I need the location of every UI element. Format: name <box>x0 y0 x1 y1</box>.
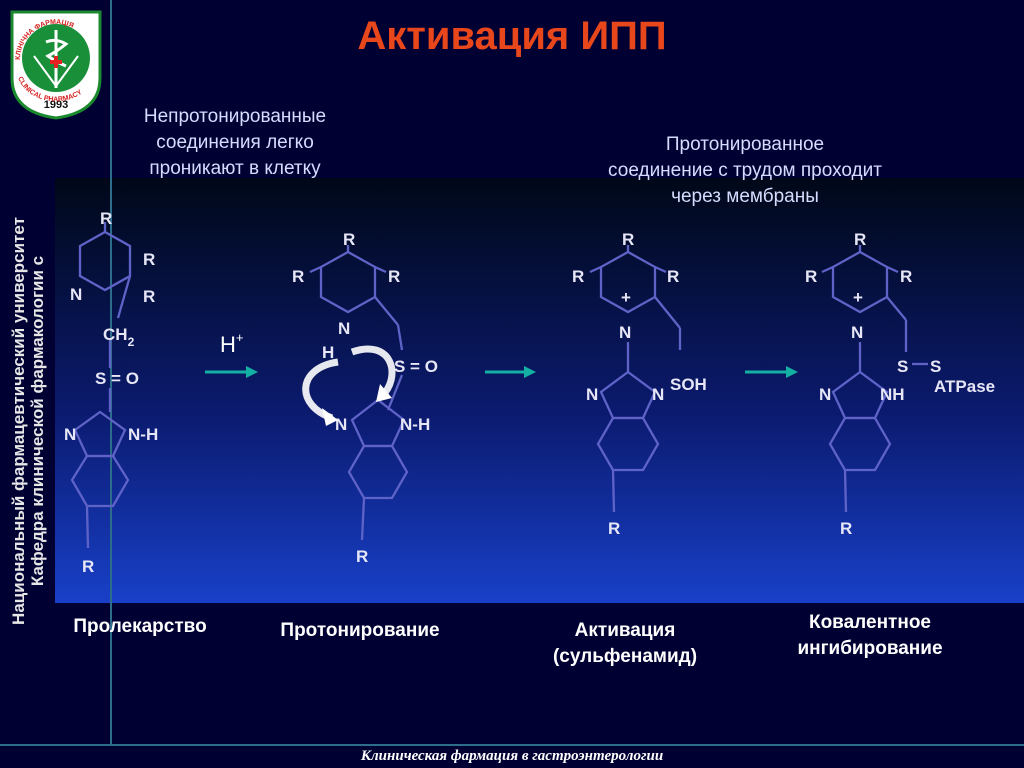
atom-r: R <box>840 519 852 538</box>
atom-r: R <box>356 547 368 566</box>
atom-r: R <box>805 267 817 286</box>
molecule-sulfenamide: R R R + N N N SOH R <box>572 230 707 538</box>
atom-nh: NH <box>880 385 905 404</box>
stage-label-prodrug: Пролекарство <box>73 616 207 637</box>
atom-s: S <box>897 357 908 376</box>
molecule-covalent-complex: R R R + N S S ATPase N NH R <box>805 230 995 538</box>
reagent-plus: + <box>236 330 244 345</box>
atom-sulfoxide: S = O <box>394 357 438 376</box>
atom-s: S <box>930 357 941 376</box>
atom-n: N <box>619 323 631 342</box>
atom-r: R <box>667 267 679 286</box>
slide-title: Активация ИПП <box>357 14 667 58</box>
frame-vertical-line <box>110 0 112 745</box>
stage-activation-line1: Активация <box>574 620 676 641</box>
logo-year: 1993 <box>44 99 68 111</box>
atom-n: N <box>652 385 664 404</box>
atom-r: R <box>343 230 355 249</box>
atom-nh: N-H <box>128 425 158 444</box>
atom-n: N <box>335 415 347 434</box>
atom-n: N <box>70 285 82 304</box>
note-left-line2: соединения легко <box>156 132 314 153</box>
note-right-line3: через мембраны <box>671 186 819 207</box>
atom-r: R <box>292 267 304 286</box>
note-left-line1: Непротонированные <box>143 106 327 127</box>
atom-r: R <box>143 287 155 306</box>
atom-r: R <box>388 267 400 286</box>
atom-sulfoxide: S = O <box>95 369 139 388</box>
atom-n: N <box>338 319 350 338</box>
slide-footer: Клиническая фармация в гастроэнтерологии <box>360 748 664 764</box>
atom-h: H <box>322 343 334 362</box>
stage-label-activation: Активация (сульфенамид) <box>515 618 735 670</box>
atom-n: N <box>819 385 831 404</box>
curved-arrow-right <box>350 345 396 399</box>
university-logo: КЛІНІЧНА ФАРМАЦІЯ 1993 CLINICAL PHARMACY <box>10 10 102 120</box>
atom-n: N <box>64 425 76 444</box>
atom-atpase: ATPase <box>934 377 995 396</box>
curved-arrow-head <box>376 384 392 402</box>
atom-ch2: CH2 <box>103 325 135 349</box>
arrow-inhibition <box>745 366 798 378</box>
note-protonated: Протонированное соединение с трудом прох… <box>540 132 950 210</box>
atom-charge-plus: + <box>621 288 631 307</box>
stage-label-covalent: Ковалентное ингибирование <box>760 610 980 662</box>
diagram-background-band <box>55 178 1024 603</box>
arrow-activation <box>485 366 536 378</box>
atom-r: R <box>572 267 584 286</box>
atom-r: R <box>622 230 634 249</box>
atom-r: R <box>854 230 866 249</box>
reagent-h: H+ <box>220 330 243 357</box>
atom-r: R <box>143 250 155 269</box>
curved-arrow-head <box>322 408 338 426</box>
atom-soh: SOH <box>670 375 707 394</box>
curved-arrow-left <box>302 358 339 422</box>
atom-r: R <box>900 267 912 286</box>
atom-n: N <box>586 385 598 404</box>
molecule-protonation: R R R N H S = O N N-H R <box>292 230 438 566</box>
atom-r: R <box>100 209 112 228</box>
stage-covalent-line1: Ковалентное <box>808 612 931 633</box>
note-left-line3: проникают в клетку <box>149 158 321 179</box>
atom-r: R <box>82 557 94 576</box>
reagent-h-letter: H <box>220 332 236 357</box>
atom-ch: CH <box>103 325 128 344</box>
note-unprotonated: Непротонированные соединения легко прони… <box>100 104 370 182</box>
stage-covalent-line2: ингибирование <box>797 638 943 659</box>
stage-activation-line2: (сульфенамид) <box>552 646 698 667</box>
atom-r: R <box>608 519 620 538</box>
note-right-line1: Протонированное <box>665 134 825 155</box>
atom-charge-plus: + <box>853 288 863 307</box>
molecule-prodrug: R R R N CH2 S = O N N-H R <box>64 209 158 576</box>
atom-n: N <box>851 323 863 342</box>
stage-label-protonation: Протонирование <box>280 620 440 641</box>
atom-subscript-2: 2 <box>128 335 135 349</box>
note-right-line2: соединение с трудом проходит <box>608 160 882 181</box>
arrow-protonation: H+ <box>205 330 258 378</box>
frame-horizontal-line <box>0 744 1024 746</box>
atom-nh: N-H <box>400 415 430 434</box>
